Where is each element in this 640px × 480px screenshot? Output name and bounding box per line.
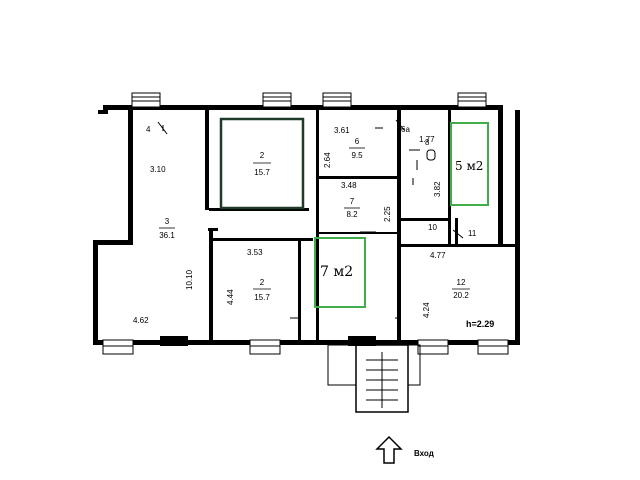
dim-2-64: 2.64 — [323, 152, 332, 168]
dim-3-53: 3.53 — [247, 248, 263, 257]
highlight-5m2-label: 5 м2 — [455, 159, 483, 173]
room-8-number: 8 — [425, 138, 430, 147]
dim-1-77: 1.77 — [419, 135, 435, 144]
interior-walls — [98, 110, 518, 340]
highlight-7m2[interactable] — [314, 237, 366, 308]
room-2b-number: 2 — [260, 278, 265, 287]
highlight-5m2[interactable] — [450, 122, 489, 206]
room-6-number: 6 — [355, 137, 360, 146]
room-12-area: 20.2 — [453, 291, 469, 300]
room-2-highlight[interactable] — [219, 117, 305, 210]
dim-3-82: 3.82 — [433, 181, 442, 197]
staircase — [327, 344, 421, 413]
dim-3-10: 3.10 — [150, 165, 166, 174]
dim-4-44: 4.44 — [226, 289, 235, 305]
room-3-area: 36.1 — [159, 231, 175, 240]
dim-3-61: 3.61 — [334, 126, 350, 135]
dim-4-77: 4.77 — [430, 251, 446, 260]
room-2b-area: 15.7 — [254, 293, 270, 302]
highlight-7m2-label: 7 м2 — [320, 264, 353, 280]
dim-2-25: 2.25 — [383, 206, 392, 222]
entrance-arrow-icon — [375, 435, 403, 464]
room-4-number: 4 — [146, 125, 151, 134]
dim-4-24: 4.24 — [422, 302, 431, 318]
entrance-label: Вход — [414, 449, 434, 458]
windows-bottom — [102, 336, 509, 355]
room-6a-number: 6a — [401, 125, 410, 134]
room-11-number: 11 — [468, 229, 477, 238]
room-7-number: 7 — [350, 197, 355, 206]
thin-details — [157, 119, 464, 319]
room-2a-number: 2 — [260, 151, 265, 160]
room-3-number: 3 — [165, 217, 170, 226]
room-10-number: 10 — [428, 223, 437, 232]
dim-10-10: 10.10 — [185, 269, 194, 290]
ceiling-height: h=2.29 — [466, 319, 494, 329]
room-6-area: 9.5 — [351, 151, 363, 160]
windows-top — [131, 92, 487, 108]
room-12-number: 12 — [457, 278, 466, 287]
room-2a-area: 15.7 — [254, 168, 270, 177]
dim-3-48: 3.48 — [341, 181, 357, 190]
dim-4-62: 4.62 — [133, 316, 149, 325]
room-7-area: 8.2 — [346, 210, 358, 219]
outer-walls — [93, 105, 520, 345]
